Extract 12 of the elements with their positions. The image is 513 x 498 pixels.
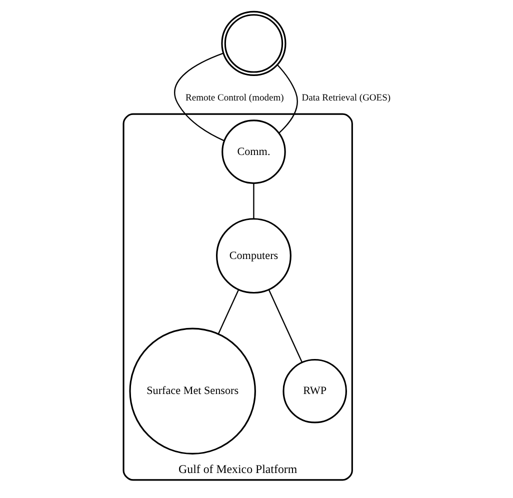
connector — [218, 289, 240, 334]
connector — [174, 52, 224, 142]
connector — [268, 289, 303, 363]
edge-label: Data Retrieval (GOES) — [302, 93, 391, 104]
connector — [277, 64, 298, 134]
node-circle: Comm. — [222, 120, 286, 184]
node-circle: RWP — [282, 358, 347, 424]
connector — [253, 183, 254, 219]
edge-label: Remote Control (modem) — [186, 93, 284, 104]
node-circle: Computers — [216, 218, 292, 294]
node-circle — [221, 10, 286, 76]
node-circle: Surface Met Sensors — [129, 328, 256, 454]
